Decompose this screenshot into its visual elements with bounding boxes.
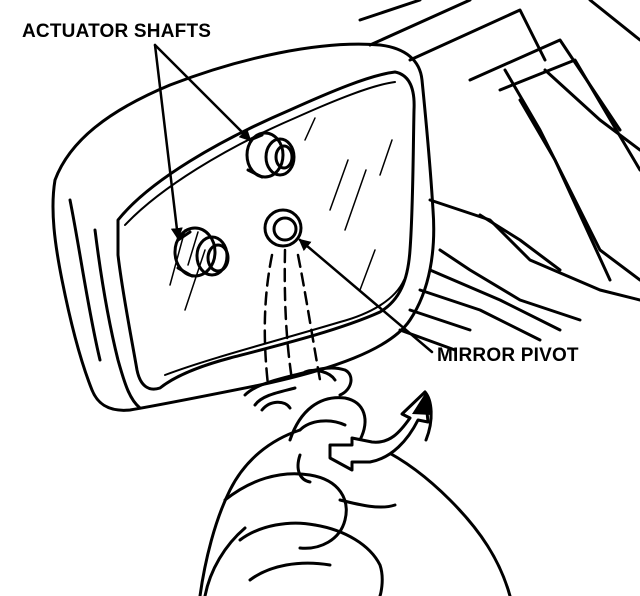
- lower-actuator-shaft: [173, 226, 230, 278]
- twist-arrow: [328, 390, 433, 472]
- car-door-frame: [358, 0, 640, 352]
- upper-actuator-shaft: [245, 131, 296, 179]
- mounting-bracket: [243, 366, 353, 412]
- actuator-shafts-leaders: [153, 43, 252, 240]
- mirror-housing: [51, 42, 436, 412]
- mirror-pivot-label: MIRROR PIVOT: [437, 345, 579, 366]
- hand: [198, 396, 512, 596]
- mirror-pivot-leader: [298, 238, 434, 354]
- actuator-shafts-label: ACTUATOR SHAFTS: [22, 21, 212, 42]
- mirror-pivot: [263, 208, 303, 248]
- pivot-projection-lines: [263, 248, 322, 387]
